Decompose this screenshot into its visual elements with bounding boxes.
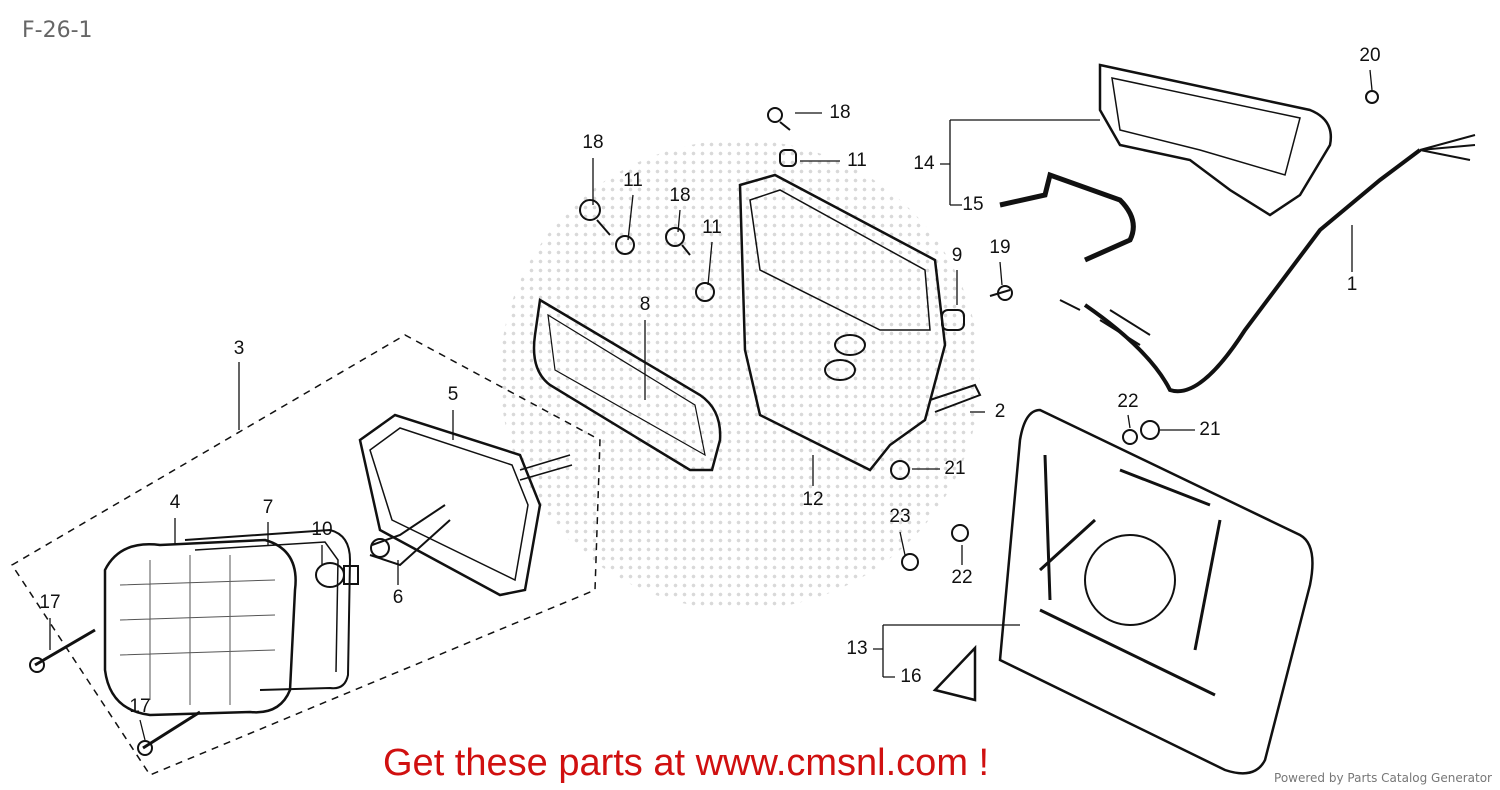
callout-6: 6 bbox=[392, 587, 404, 608]
wire-harness-part bbox=[1083, 148, 1422, 394]
callout-14: 14 bbox=[913, 153, 935, 174]
callout-11: 11 bbox=[623, 170, 643, 191]
buy-parts-link[interactable]: Get these parts at www.cmsnl.com ! bbox=[383, 742, 990, 784]
gasket-part bbox=[184, 528, 352, 691]
callout-3: 3 bbox=[233, 338, 245, 359]
callout-17: 17 bbox=[39, 592, 61, 613]
callout-10: 10 bbox=[311, 519, 333, 540]
callout-17: 17 bbox=[129, 696, 151, 717]
callout-15: 15 bbox=[962, 194, 984, 215]
callout-23: 23 bbox=[889, 506, 911, 527]
taillight-assembly-outline bbox=[10, 334, 601, 776]
lens-part bbox=[103, 538, 297, 717]
callout-1: 1 bbox=[1346, 274, 1358, 295]
callout-5: 5 bbox=[447, 384, 459, 405]
callout-9: 9 bbox=[951, 245, 963, 266]
callout-13: 13 bbox=[846, 638, 868, 659]
callout-12: 12 bbox=[802, 489, 824, 510]
housing-part bbox=[358, 413, 542, 597]
callout-18: 18 bbox=[582, 132, 604, 153]
callout-16: 16 bbox=[900, 666, 922, 687]
callout-18: 18 bbox=[829, 102, 851, 123]
callout-21: 21 bbox=[1199, 419, 1221, 440]
callout-20: 20 bbox=[1359, 45, 1381, 66]
callout-8: 8 bbox=[639, 294, 651, 315]
rear-cover-part bbox=[1098, 63, 1333, 217]
callout-22: 22 bbox=[1117, 391, 1139, 412]
bracket-part bbox=[738, 173, 947, 472]
callout-11: 11 bbox=[702, 217, 722, 238]
callout-11: 11 bbox=[847, 150, 867, 171]
powered-by-text: Powered by Parts Catalog Generator bbox=[1274, 771, 1492, 785]
callout-7: 7 bbox=[262, 497, 274, 518]
license-plate-bracket-part bbox=[998, 408, 1314, 775]
base-gasket-part bbox=[532, 297, 722, 472]
bracket-rod-part bbox=[999, 171, 1136, 263]
callout-22: 22 bbox=[951, 567, 973, 588]
callout-18: 18 bbox=[669, 185, 691, 206]
callout-19: 19 bbox=[989, 237, 1011, 258]
socket-part bbox=[369, 504, 451, 567]
bulb-part bbox=[315, 562, 345, 588]
page-title: F-26-1 bbox=[22, 18, 93, 43]
callout-2: 2 bbox=[994, 401, 1006, 422]
callout-4: 4 bbox=[169, 492, 181, 513]
callout-21: 21 bbox=[944, 458, 966, 479]
